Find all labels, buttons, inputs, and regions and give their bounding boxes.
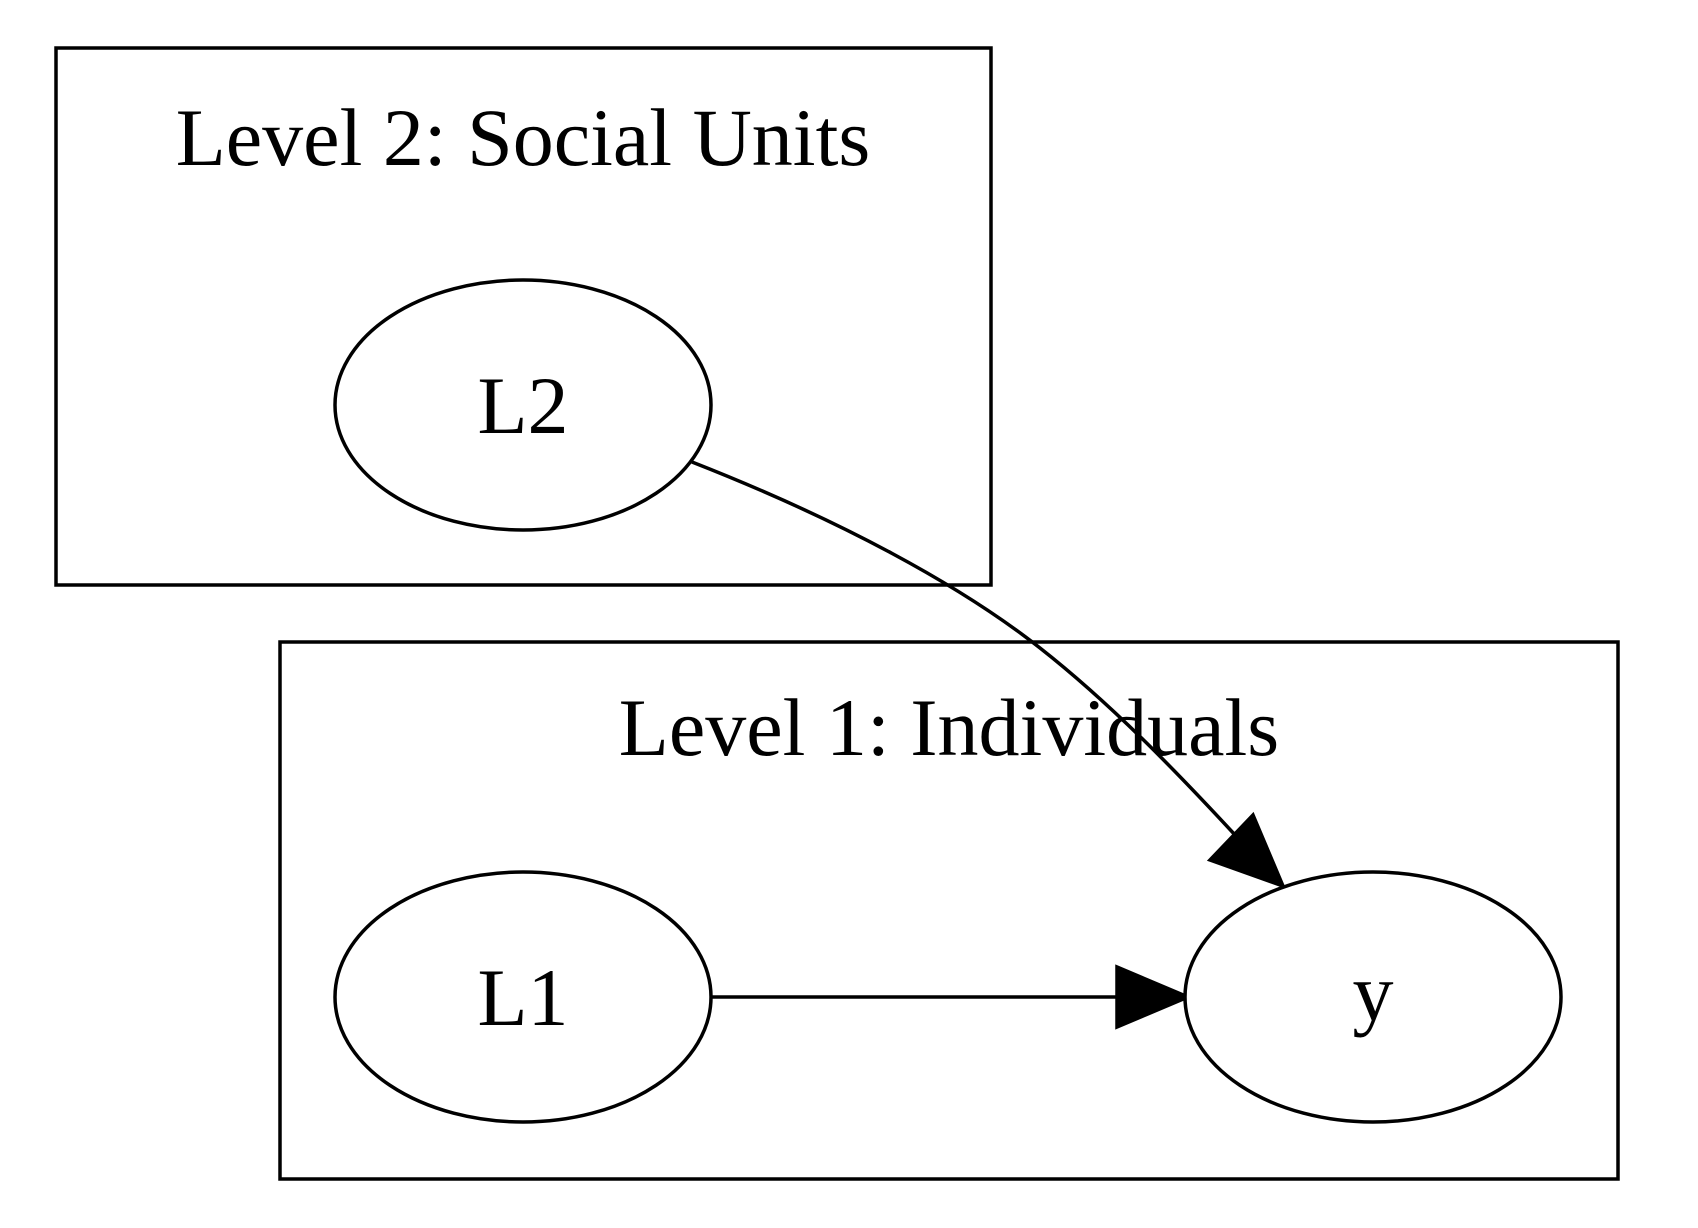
cluster-level-1-label: Level 1: Individuals xyxy=(619,682,1279,773)
edge-l2-to-y-line xyxy=(691,460,1238,838)
cluster-level-1: Level 1: Individuals xyxy=(278,640,1620,1181)
node-l1-ellipse xyxy=(333,870,713,1124)
node-l2-label: L2 xyxy=(477,360,568,451)
node-l2-ellipse xyxy=(333,278,713,532)
cluster-level-2-box xyxy=(54,46,993,587)
node-l1-label: L1 xyxy=(477,952,568,1043)
cluster-level-2: Level 2: Social Units xyxy=(54,46,993,587)
cluster-level-2-label: Level 2: Social Units xyxy=(176,92,871,183)
cluster-level-1-box xyxy=(278,640,1620,1181)
node-y-label: y xyxy=(1353,947,1394,1038)
node-l1: L1 xyxy=(333,870,713,1124)
node-y: y xyxy=(1183,870,1563,1124)
edge-l2-to-y xyxy=(691,460,1287,889)
edge-l1-to-y-arrowhead xyxy=(1115,964,1193,1030)
edge-l2-to-y-arrowhead xyxy=(1206,811,1287,889)
edge-l1-to-y xyxy=(712,964,1193,1030)
node-l2: L2 xyxy=(333,278,713,532)
node-y-ellipse xyxy=(1183,870,1563,1124)
